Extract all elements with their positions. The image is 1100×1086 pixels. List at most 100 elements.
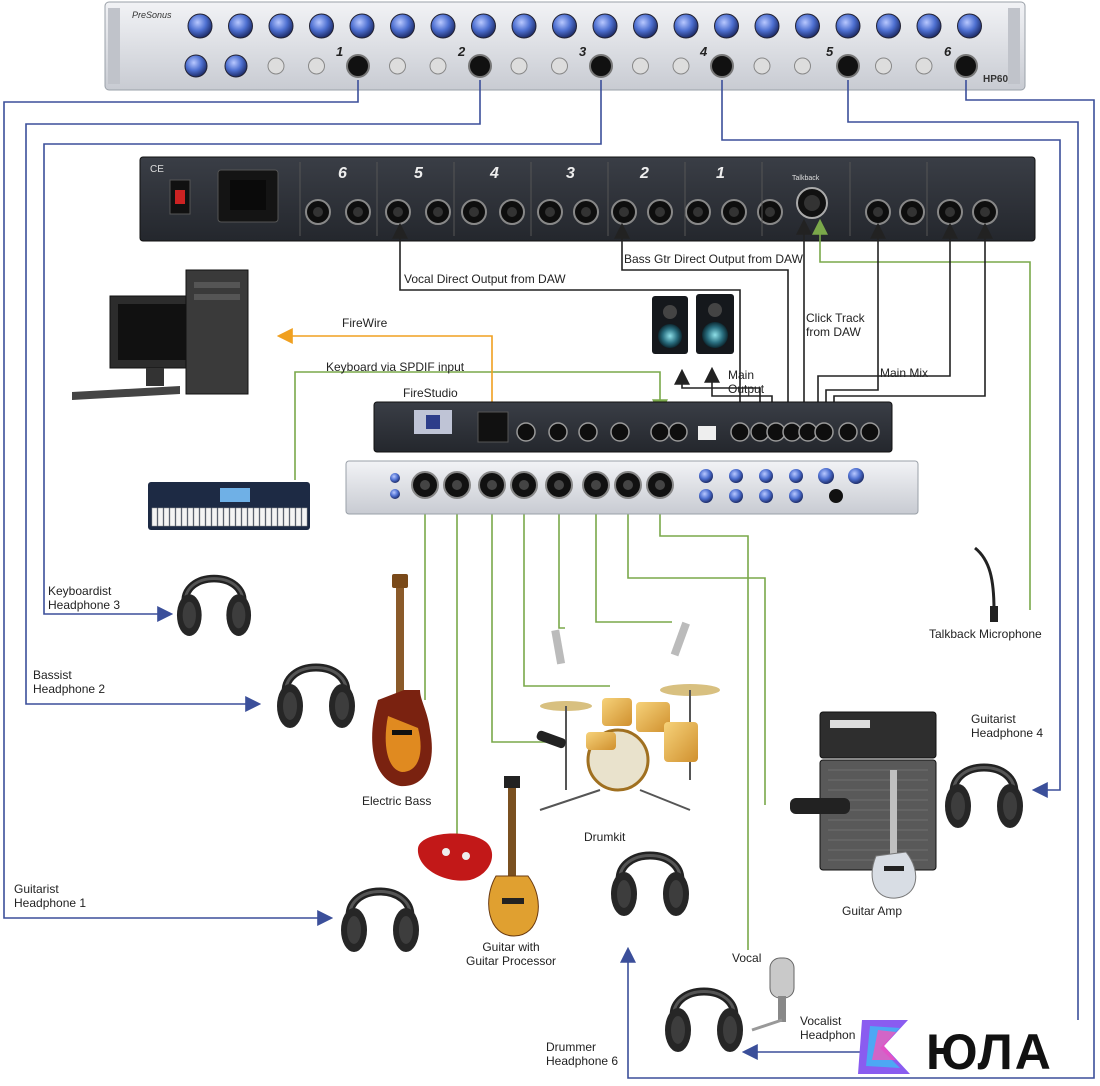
keyboard-key (283, 507, 290, 527)
headphones-bassist-hp2 (277, 668, 355, 729)
firestudio-gain-knob (759, 489, 773, 503)
cable-vocalist-hp5 (847, 80, 1079, 1020)
hp60-channel-number: 2 (457, 44, 466, 59)
headphones-keyboardist-hp3 (177, 579, 251, 636)
label-firewire: FireWire (342, 316, 388, 330)
hp60-mute-button (915, 57, 933, 75)
cable-amp-mic (620, 496, 766, 805)
guitar-amp (790, 711, 937, 871)
rear-channel-number: 4 (489, 165, 499, 182)
label-main-mix: Main Mix (880, 366, 929, 380)
keyboard-key (271, 507, 278, 527)
hp60-headphone-jack (346, 54, 370, 78)
hp60-level-knob (511, 13, 537, 39)
keyboard-key (247, 507, 254, 527)
hp60-mute-button (510, 57, 528, 75)
keyboard-key (295, 507, 302, 527)
label-guitar-amp: Guitar Amp (842, 904, 903, 918)
talkback-port-label: Talkback (792, 175, 820, 182)
hp60-level-knob (309, 13, 334, 39)
hp60-channel-number: 6 (944, 44, 952, 59)
cable-drummer-hp6 (620, 80, 1095, 1079)
hp60-headphone-jack (836, 54, 860, 78)
keyboard-key (175, 507, 182, 527)
yula-wordmark: ЮЛА (926, 1024, 1053, 1080)
firestudio-gain-knob (729, 469, 743, 483)
headphones-vocalist-hp5 (665, 992, 743, 1053)
hp60-mute-button (632, 57, 649, 75)
headphones-drummer-hp6 (611, 856, 689, 917)
hp60-level-knob (754, 13, 780, 39)
cable-bassist-hp2 (25, 80, 481, 712)
firestudio-gain-knob (699, 489, 713, 503)
firestudio-jack (610, 422, 630, 442)
firestudio-small-knob (390, 473, 400, 483)
firestudio-gain-knob (699, 469, 713, 483)
headphones-guitarist-hp4 (945, 768, 1023, 829)
label-vocal-direct: Vocal Direct Output from DAW (404, 272, 566, 286)
label-drumkit: Drumkit (584, 830, 626, 844)
keyboard-key (163, 507, 170, 527)
label-click-track: Click Track from DAW (806, 311, 865, 339)
cable-bass-direct (614, 222, 789, 422)
headphone-cables (3, 80, 1095, 1079)
hp60-level-knob (552, 13, 577, 39)
keyboard-key (187, 507, 194, 527)
keyboard-key (265, 507, 272, 527)
rear-channel-number: 3 (566, 165, 575, 182)
rear-channel-number: 2 (639, 165, 649, 182)
label-keyboardist-hp3: Keyboardist Headphone 3 (48, 584, 121, 612)
keyboard-key (193, 507, 200, 527)
label-bassist-hp2: Bassist Headphone 2 (33, 668, 106, 696)
keyboard-key (211, 507, 218, 527)
hp60-mute-button (267, 57, 285, 75)
cable-talkback-mic (812, 218, 1031, 610)
hp60-headphone-jack (710, 54, 734, 78)
firestudio-jack (814, 422, 834, 442)
cable-keyboardist-hp3 (43, 80, 602, 622)
rear-channel-number: 1 (716, 165, 725, 182)
keyboard-synth (148, 482, 310, 530)
label-guitarist-hp1: Guitarist Headphone 1 (14, 882, 87, 910)
hp60-input-knob (224, 54, 248, 78)
label-vocalist-hp: Vocalist Headphone (800, 1014, 855, 1042)
hp60-mute-button (672, 57, 690, 75)
label-keyboard-spdif: Keyboard via SPDIF input (326, 360, 465, 374)
keyboard-key (253, 507, 260, 527)
keyboard-key (151, 507, 158, 527)
keyboard-key (289, 507, 296, 527)
firestudio-gain-knob (789, 489, 803, 503)
hp60-level-knob (228, 13, 253, 39)
firewire-cable (276, 328, 493, 420)
keyboard-key (199, 507, 206, 527)
les-paul-guitar (488, 776, 539, 937)
hp60-mute-button (551, 57, 568, 75)
keyboard-key (301, 507, 308, 527)
keyboard-key (229, 507, 236, 527)
firestudio-rear-panel (373, 401, 893, 453)
keyboard-key (181, 507, 188, 527)
hp60-channel-number: 5 (826, 44, 834, 59)
hp60-level-knob (390, 13, 415, 39)
hp60-level-knob (471, 13, 496, 39)
hp60-mute-button (753, 57, 771, 75)
rear-channel-number: 6 (338, 165, 347, 182)
firestudio-jack (650, 422, 670, 442)
hp60-input-knob (184, 54, 208, 78)
drumkit (536, 621, 720, 811)
label-bass-direct: Bass Gtr Direct Output from DAW (624, 252, 803, 266)
hp60-level-knob (633, 13, 658, 39)
cable-guitarist-hp1 (3, 80, 359, 926)
cable-keyboard-spdif (294, 371, 668, 480)
firestudio-jack (516, 422, 536, 442)
firestudio-jack (668, 422, 688, 442)
strat-guitar (871, 770, 917, 899)
hp60-model: HP60 (983, 74, 1008, 85)
hp60-headphone-jack (954, 54, 978, 78)
firestudio-gain-knob (759, 469, 773, 483)
hp60-headphone-jack (589, 54, 613, 78)
headphones-guitarist-hp1 (341, 892, 419, 953)
